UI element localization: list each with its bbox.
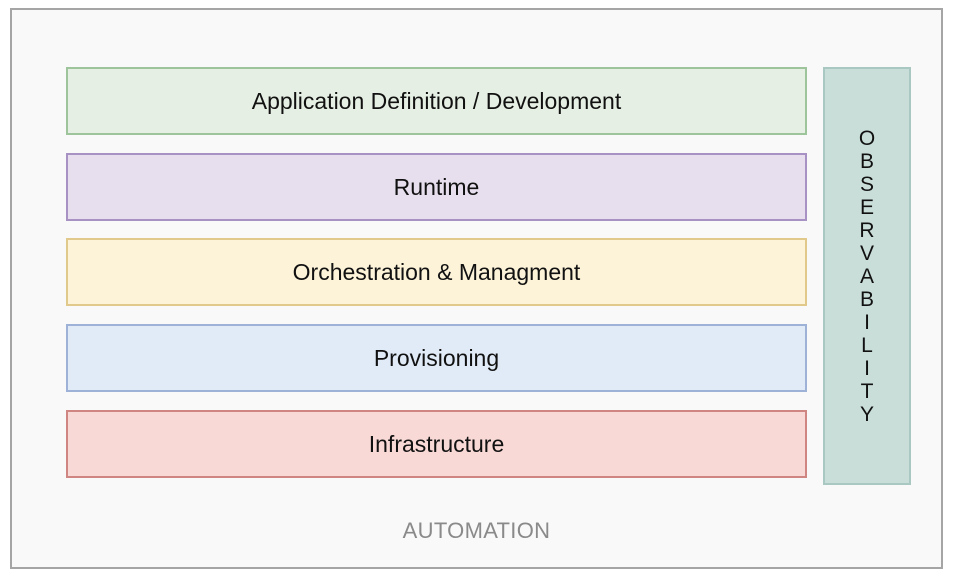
layer-label: Provisioning xyxy=(373,344,500,371)
observability-letter: L xyxy=(861,333,873,357)
layer-orchestration-management: Orchestration & Managment xyxy=(66,238,807,306)
observability-bar: O B S E R V A B I L I T Y xyxy=(823,67,911,485)
layer-label: Infrastructure xyxy=(368,430,505,457)
observability-letter: B xyxy=(859,149,874,173)
observability-letter: O xyxy=(858,126,876,150)
observability-letter: V xyxy=(859,241,874,265)
automation-label: AUTOMATION xyxy=(402,518,551,543)
observability-letter: E xyxy=(859,195,874,219)
observability-letter: Y xyxy=(859,402,874,426)
layer-provisioning: Provisioning xyxy=(66,324,807,392)
layer-infrastructure: Infrastructure xyxy=(66,410,807,478)
observability-letter: I xyxy=(864,310,870,334)
layer-runtime: Runtime xyxy=(66,153,807,221)
observability-letter: R xyxy=(859,218,875,242)
diagram-frame: Application Definition / Development Run… xyxy=(10,8,943,569)
observability-letter: A xyxy=(859,264,874,288)
layer-label: Orchestration & Managment xyxy=(292,258,581,285)
observability-letter: S xyxy=(859,172,874,196)
layer-label: Runtime xyxy=(393,173,480,200)
observability-letter: B xyxy=(859,287,874,311)
layer-application-definition-development: Application Definition / Development xyxy=(66,67,807,135)
observability-letter: I xyxy=(864,356,870,380)
layer-label: Application Definition / Development xyxy=(251,87,622,114)
observability-letter: T xyxy=(860,379,874,403)
